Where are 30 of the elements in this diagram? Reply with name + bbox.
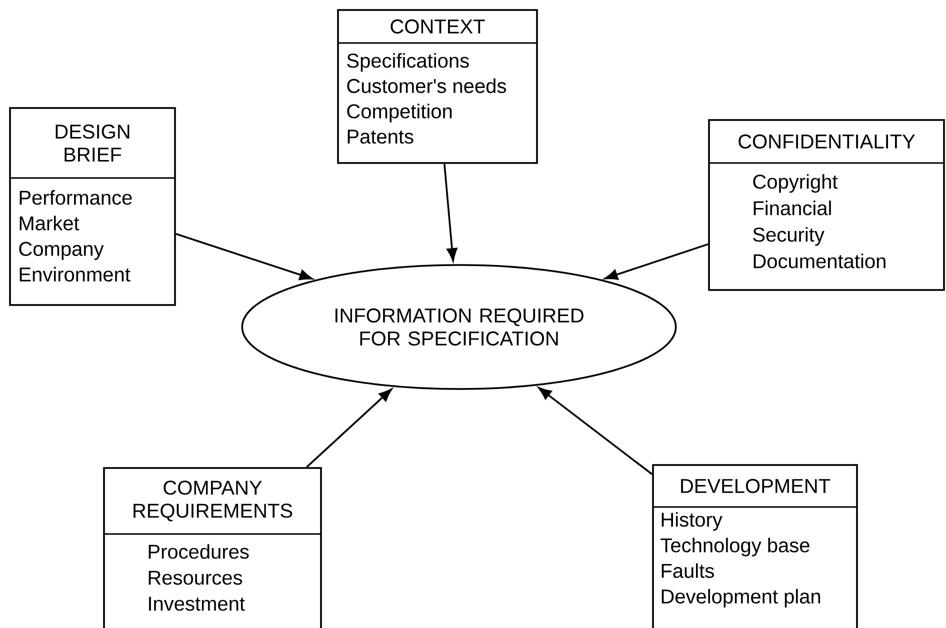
list-item: Investment: [149, 596, 245, 611]
box-heading: DEVELOPMENT: [681, 478, 830, 494]
box-heading: CONFIDENTIALITY: [738, 134, 915, 149]
list-item: Company: [19, 242, 104, 260]
list-item: Environment: [20, 266, 130, 282]
arrow: [306, 388, 392, 468]
arrow: [604, 243, 708, 280]
list-item: Performance: [20, 190, 132, 205]
list-item: Copyright: [753, 174, 838, 193]
list-item: Market: [20, 216, 80, 230]
list-item: Security: [753, 227, 824, 246]
list-item: Patents: [348, 130, 414, 144]
arrow: [444, 164, 458, 262]
list-item: Specifications: [347, 53, 469, 72]
list-item: Technology base: [660, 538, 810, 556]
arrow: [176, 233, 313, 280]
box-heading: CONTEXT: [390, 19, 485, 34]
list-item: Documentation: [754, 254, 886, 268]
list-item: Customer's needs: [347, 78, 506, 94]
list-item: History: [662, 512, 722, 531]
list-item: Competition: [347, 104, 452, 122]
list-item: Development plan: [662, 588, 820, 608]
ellipse-node: INFORMATION REQUIRED FOR SPECIFICATION: [241, 264, 677, 390]
arrow: [538, 387, 653, 475]
box-heading: DESIGN BRIEF: [56, 124, 130, 162]
list-item: Faults: [662, 563, 714, 578]
list-item: Resources: [148, 570, 242, 585]
list-item: Financial: [754, 200, 831, 216]
list-item: Procedures: [148, 544, 249, 559]
box-heading: COMPANY REQUIREMENTS: [134, 480, 292, 522]
